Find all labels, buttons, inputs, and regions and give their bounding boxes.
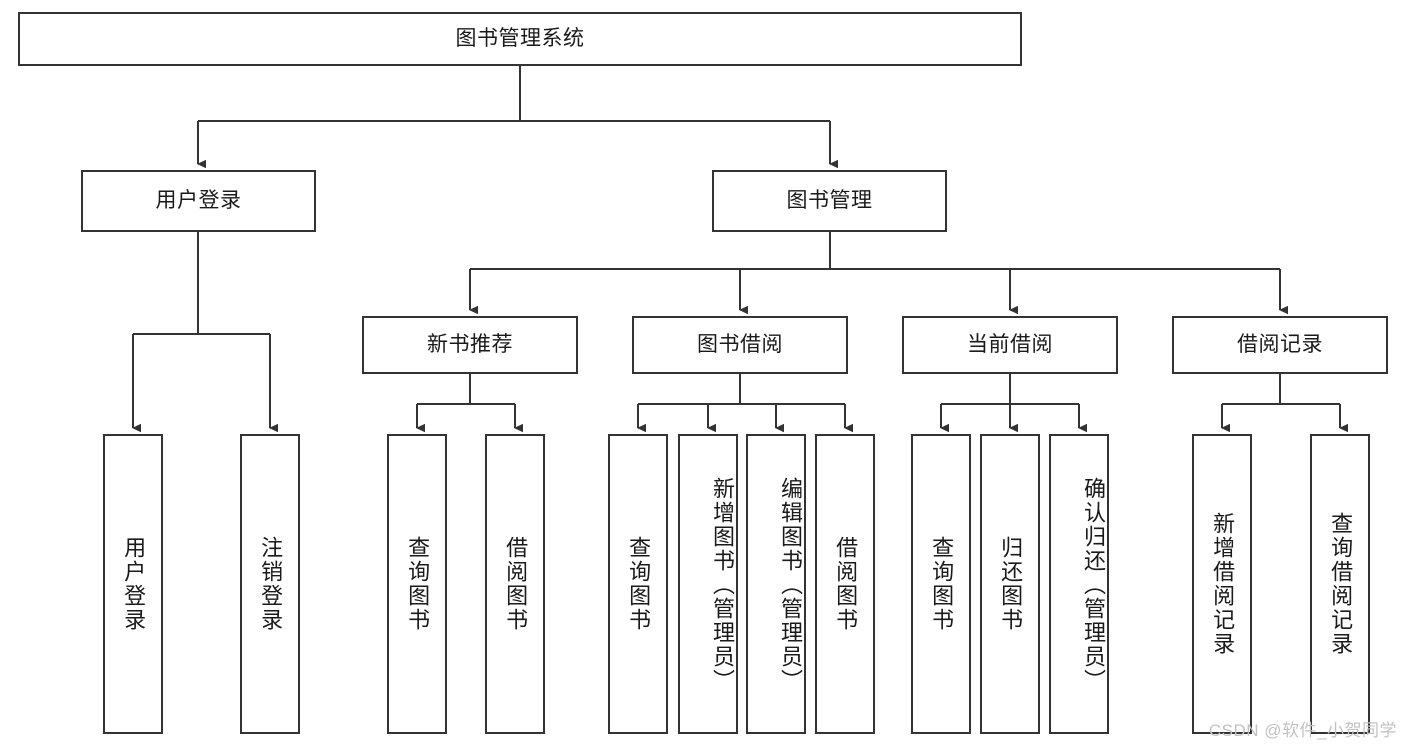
leaf-book-borrow-add-book-admin[interactable]: 新增图书（管理员） (678, 434, 738, 734)
node-label: 查询图书 (929, 536, 955, 632)
node-label: 查询借阅记录 (1328, 512, 1354, 656)
node-root-book-management-system[interactable]: 图书管理系统 (18, 12, 1022, 66)
node-label: 图书管理系统 (455, 27, 585, 51)
node-current-borrow[interactable]: 当前借阅 (902, 316, 1118, 374)
leaf-book-borrow-query-book[interactable]: 查询图书 (608, 434, 668, 734)
node-label: 新书推荐 (427, 333, 513, 357)
leaf-book-borrow-edit-book-admin[interactable]: 编辑图书（管理员） (746, 434, 806, 734)
node-label: 归还图书 (998, 536, 1024, 632)
node-label: 查询图书 (405, 536, 431, 632)
node-label: 用户登录 (121, 536, 147, 632)
node-label: 确认归还（管理员） (1081, 477, 1106, 693)
node-label: 当前借阅 (967, 333, 1053, 357)
node-label: 编辑图书（管理员） (778, 477, 803, 693)
node-label: 查询图书 (626, 536, 652, 632)
leaf-borrow-record-query-record[interactable]: 查询借阅记录 (1310, 434, 1370, 734)
csdn-watermark: CSDN @软件_小贺同学 (1208, 721, 1397, 740)
node-label: 新增图书（管理员） (710, 477, 735, 693)
leaf-user-login-login[interactable]: 用户登录 (103, 434, 163, 734)
node-label: 借阅图书 (503, 536, 529, 632)
node-book-borrow[interactable]: 图书借阅 (632, 316, 848, 374)
node-user-login[interactable]: 用户登录 (81, 170, 316, 232)
node-book-management[interactable]: 图书管理 (712, 170, 947, 232)
leaf-book-borrow-borrow-book[interactable]: 借阅图书 (815, 434, 875, 734)
leaf-borrow-record-add-record[interactable]: 新增借阅记录 (1192, 434, 1252, 734)
leaf-current-borrow-return-book[interactable]: 归还图书 (980, 434, 1040, 734)
node-label: 借阅记录 (1237, 333, 1323, 357)
leaf-user-login-logout[interactable]: 注销登录 (240, 434, 300, 734)
node-label: 新增借阅记录 (1210, 512, 1236, 656)
node-borrow-record[interactable]: 借阅记录 (1172, 316, 1388, 374)
leaf-new-book-query-book[interactable]: 查询图书 (387, 434, 447, 734)
node-new-book-recommend[interactable]: 新书推荐 (362, 316, 578, 374)
leaf-current-borrow-query-book[interactable]: 查询图书 (911, 434, 971, 734)
node-label: 注销登录 (258, 536, 284, 632)
leaf-new-book-borrow-book[interactable]: 借阅图书 (485, 434, 545, 734)
node-label: 用户登录 (155, 189, 242, 213)
leaf-current-borrow-confirm-return-admin[interactable]: 确认归还（管理员） (1049, 434, 1109, 734)
node-label: 借阅图书 (833, 536, 859, 632)
node-label: 图书管理 (786, 189, 873, 213)
node-label: 图书借阅 (697, 333, 783, 357)
